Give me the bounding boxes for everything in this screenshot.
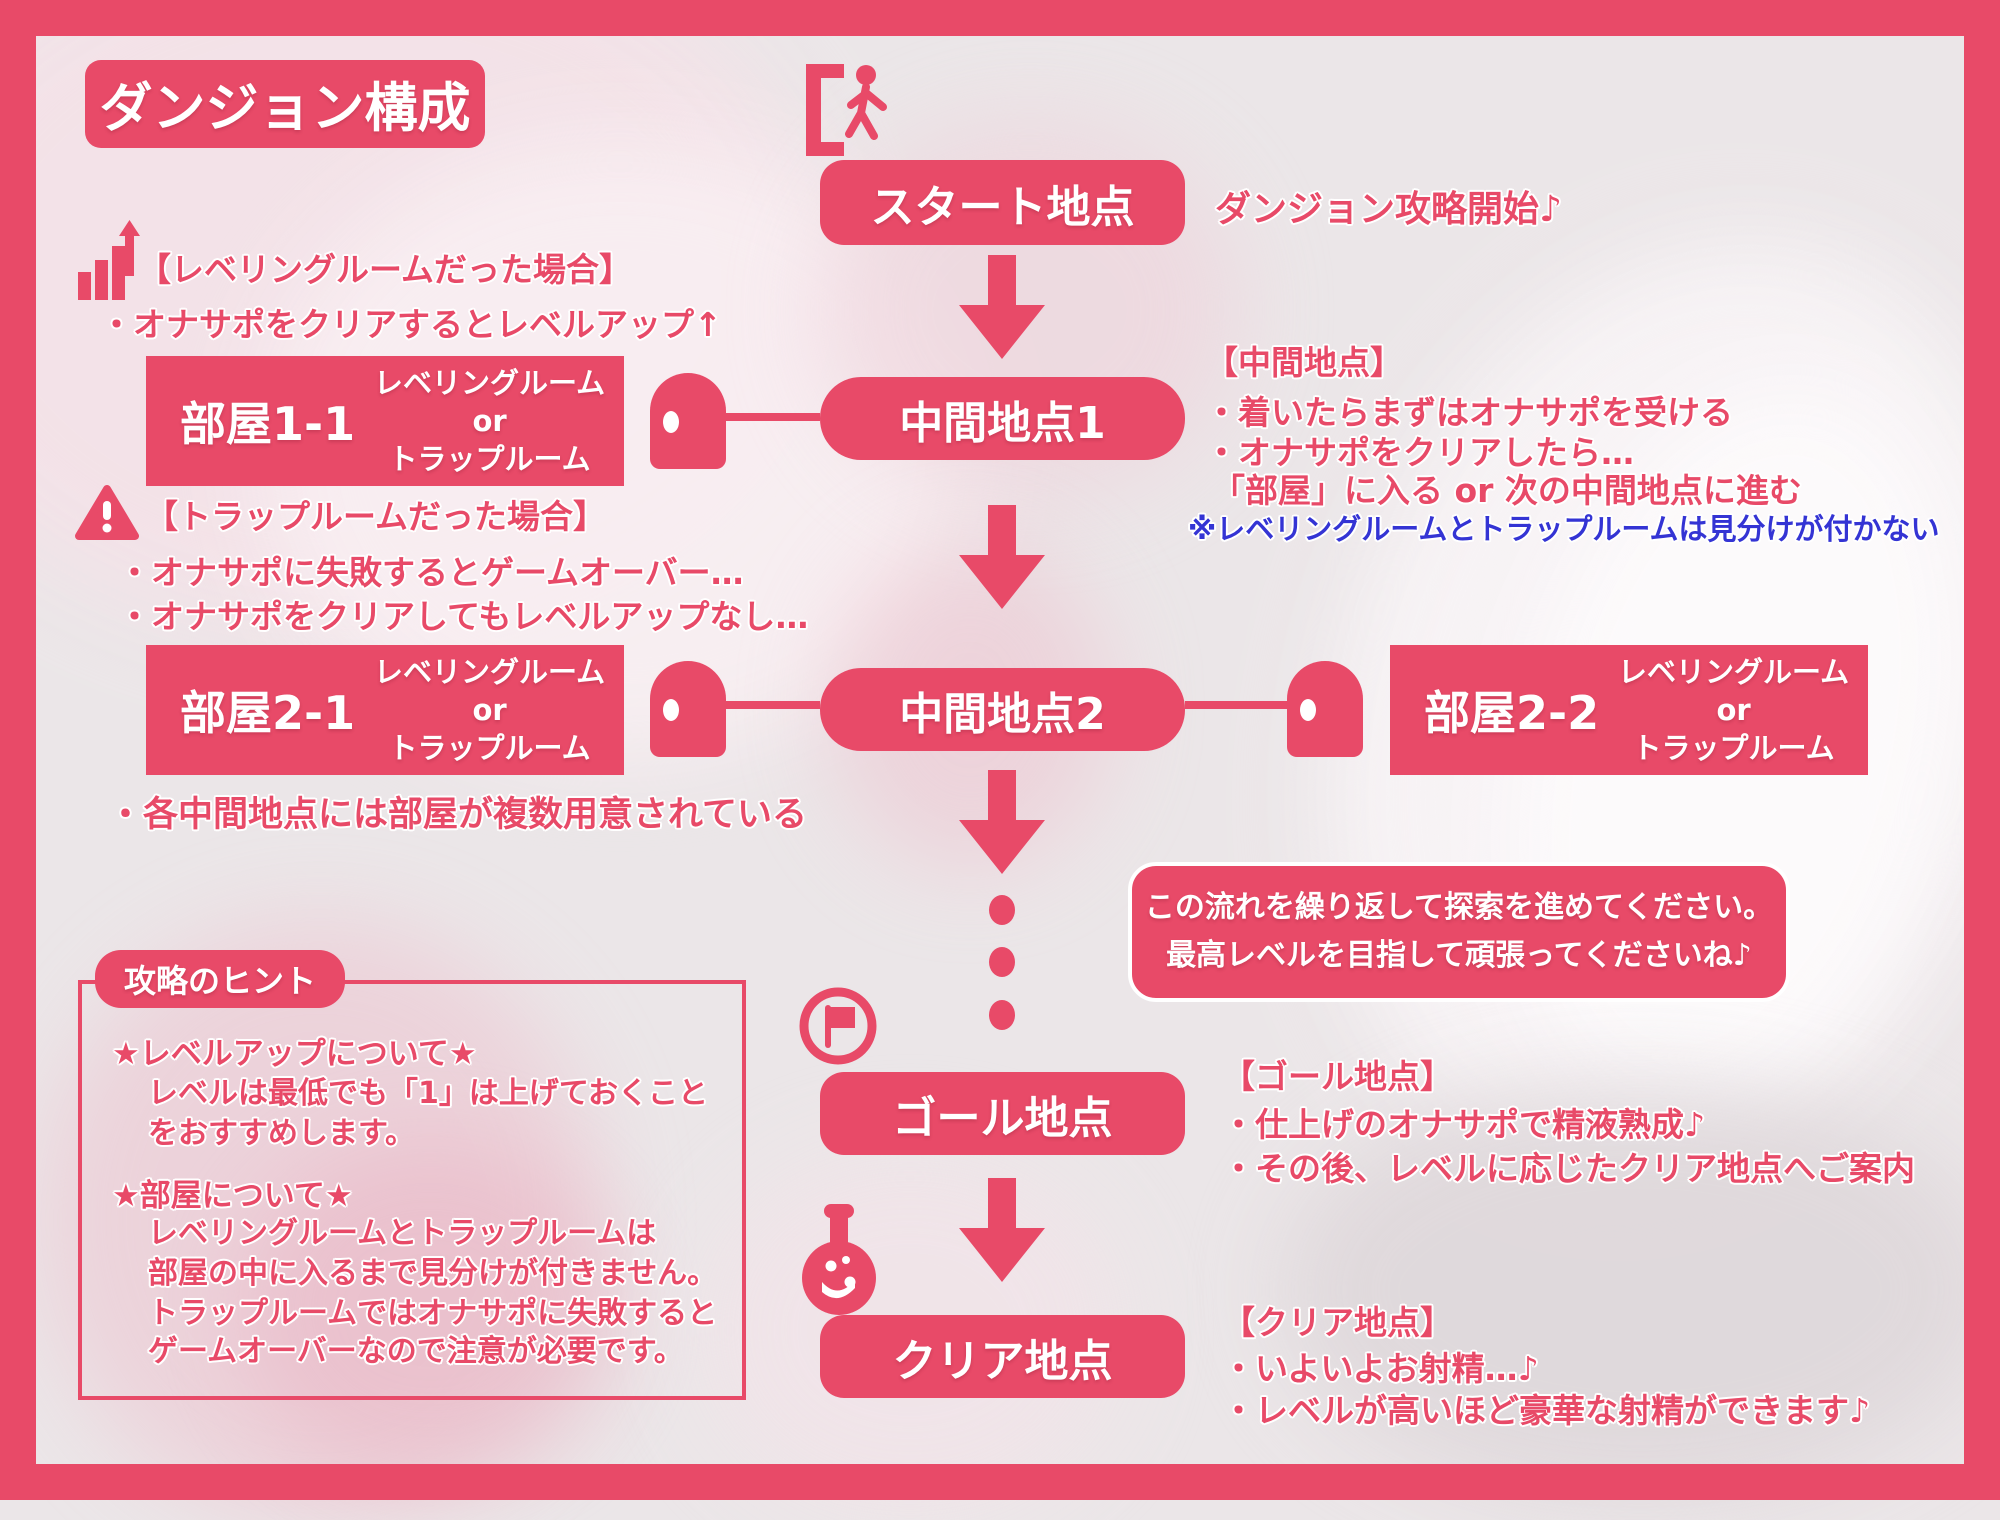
start-note: ダンジョン攻略開始♪ — [1215, 189, 1562, 230]
room-type-text: レベリングルーム or トラップルーム — [355, 364, 624, 479]
rooms-count-note: ・各中間地点には部屋が複数用意されている — [108, 795, 807, 835]
door-knob — [663, 699, 679, 721]
midpoint-note-line3: 「部屋」に入る or 次の中間地点に進む — [1212, 471, 1802, 510]
room-type-or: or — [1716, 692, 1751, 727]
midpoint-caution-note: ※レベリングルームとトラップルームは見分けが付かない — [1188, 512, 1940, 546]
node-midpoint-2: 中間地点2 — [820, 668, 1185, 751]
connector-line — [722, 413, 820, 421]
room-2-2-box: 部屋2-2 レベリングルーム or トラップルーム — [1390, 645, 1868, 775]
repeat-line2: 最高レベルを目指して頑張ってくださいね♪ — [1166, 938, 1752, 973]
trap-note-heading: 【トラップルームだった場合】 — [145, 497, 607, 536]
room-2-1-box: 部屋2-1 レベリングルーム or トラップルーム — [146, 645, 624, 775]
goal-note-line2: ・その後、レベルに応じたクリア地点へご案内 — [1222, 1149, 1915, 1188]
goal-note-line1: ・仕上げのオナサポで精液熟成♪ — [1222, 1105, 1706, 1144]
door-knob — [663, 411, 679, 433]
room-type-top: レベリングルーム — [373, 654, 606, 689]
background-blob — [240, 1140, 620, 1480]
arrow-down-icon — [952, 505, 1052, 615]
door-icon — [650, 661, 726, 757]
trap-note-line2: ・オナサポをクリアしてもレベルアップなし… — [118, 597, 809, 636]
room-type-bottom: トラップルーム — [1632, 731, 1835, 766]
node-start-label: スタート地点 — [870, 181, 1135, 233]
room-type-top: レベリングルーム — [373, 365, 606, 400]
ellipsis-dot — [989, 1000, 1015, 1030]
door-knob — [1300, 699, 1316, 721]
node-midpoint-1-label: 中間地点1 — [899, 397, 1106, 449]
door-icon — [1287, 661, 1363, 757]
room-type-bottom: トラップルーム — [388, 442, 591, 477]
connector-line — [722, 701, 820, 709]
room-1-1-label: 部屋1-1 — [180, 397, 356, 451]
trap-note-line1: ・オナサポに失敗するとゲームオーバー… — [118, 553, 744, 592]
clear-note-line1: ・いよいよお射精…♪ — [1222, 1349, 1539, 1388]
hint-levelup-line2: をおすすめします。 — [148, 1116, 415, 1151]
connector-line — [1185, 701, 1287, 709]
leveling-note-heading: 【レベリングルームだった場合】 — [138, 250, 633, 289]
room-type-top: レベリングルーム — [1617, 654, 1850, 689]
repeat-instruction-box: この流れを繰り返して探索を進めてください。 最高レベルを目指して頑張ってください… — [1128, 862, 1790, 1002]
midpoint-note-line1: ・着いたらまずはオナサポを受ける — [1205, 393, 1733, 432]
hint-levelup-line1: レベルは最低でも「1」は上げておくこと — [148, 1076, 708, 1111]
node-goal-label: ゴール地点 — [892, 1092, 1113, 1144]
room-2-1-label: 部屋2-1 — [180, 686, 356, 740]
node-start: スタート地点 — [820, 160, 1185, 245]
page-title-label: ダンジョン構成 — [99, 78, 471, 139]
leveling-note-line: ・オナサポをクリアするとレベルアップ↑ — [100, 305, 722, 344]
midpoint-note-heading: 【中間地点】 — [1205, 343, 1403, 382]
arrow-down-icon — [952, 255, 1052, 365]
hints-title-label: 攻略のヒント — [123, 962, 316, 1000]
clear-note-line2: ・レベルが高いほど豪華な射精ができます♪ — [1222, 1391, 1871, 1430]
background-blob — [1280, 1080, 2000, 1500]
room-type-text: レベリングルーム or トラップルーム — [1599, 653, 1868, 768]
hint-rooms-title: ★部屋について★ — [112, 1178, 353, 1214]
node-goal: ゴール地点 — [820, 1072, 1185, 1155]
warning-icon — [75, 484, 139, 546]
ellipsis-dot — [989, 895, 1015, 925]
node-midpoint-1: 中間地点1 — [820, 377, 1185, 460]
goal-flag-icon — [797, 985, 879, 1071]
arrow-down-icon — [952, 1178, 1052, 1288]
background-blob — [40, 920, 600, 1520]
room-type-or: or — [472, 403, 507, 438]
node-midpoint-2-label: 中間地点2 — [899, 688, 1106, 740]
repeat-line1: この流れを繰り返して探索を進めてください。 — [1144, 890, 1774, 925]
hint-levelup-title: ★レベルアップについて★ — [112, 1036, 477, 1072]
exit-door-icon — [790, 56, 900, 168]
hint-rooms-line3: トラップルームではオナサポに失敗すると — [148, 1296, 718, 1331]
room-2-2-label: 部屋2-2 — [1424, 686, 1600, 740]
hints-panel-title: 攻略のヒント — [95, 950, 345, 1008]
room-type-bottom: トラップルーム — [388, 731, 591, 766]
hint-rooms-line2: 部屋の中に入るまで見分けが付きません。 — [148, 1256, 718, 1291]
room-type-or: or — [472, 692, 507, 727]
midpoint-note-line2: ・オナサポをクリアしたら… — [1205, 433, 1634, 472]
chart-increase-icon — [78, 220, 140, 306]
node-clear-label: クリア地点 — [892, 1335, 1113, 1387]
hints-panel — [78, 980, 746, 1400]
door-icon — [650, 373, 726, 469]
room-type-text: レベリングルーム or トラップルーム — [355, 653, 624, 768]
node-clear: クリア地点 — [820, 1315, 1185, 1398]
goal-note-heading: 【ゴール地点】 — [1222, 1057, 1453, 1096]
arrow-down-icon — [952, 770, 1052, 880]
hint-rooms-line1: レベリングルームとトラップルームは — [148, 1216, 657, 1251]
ellipsis-dot — [989, 947, 1015, 977]
flask-icon — [798, 1202, 882, 1320]
page-title: ダンジョン構成 — [85, 60, 485, 148]
room-1-1-box: 部屋1-1 レベリングルーム or トラップルーム — [146, 356, 624, 486]
clear-note-heading: 【クリア地点】 — [1222, 1303, 1453, 1342]
hint-rooms-line4: ゲームオーバーなので注意が必要です。 — [148, 1334, 684, 1369]
